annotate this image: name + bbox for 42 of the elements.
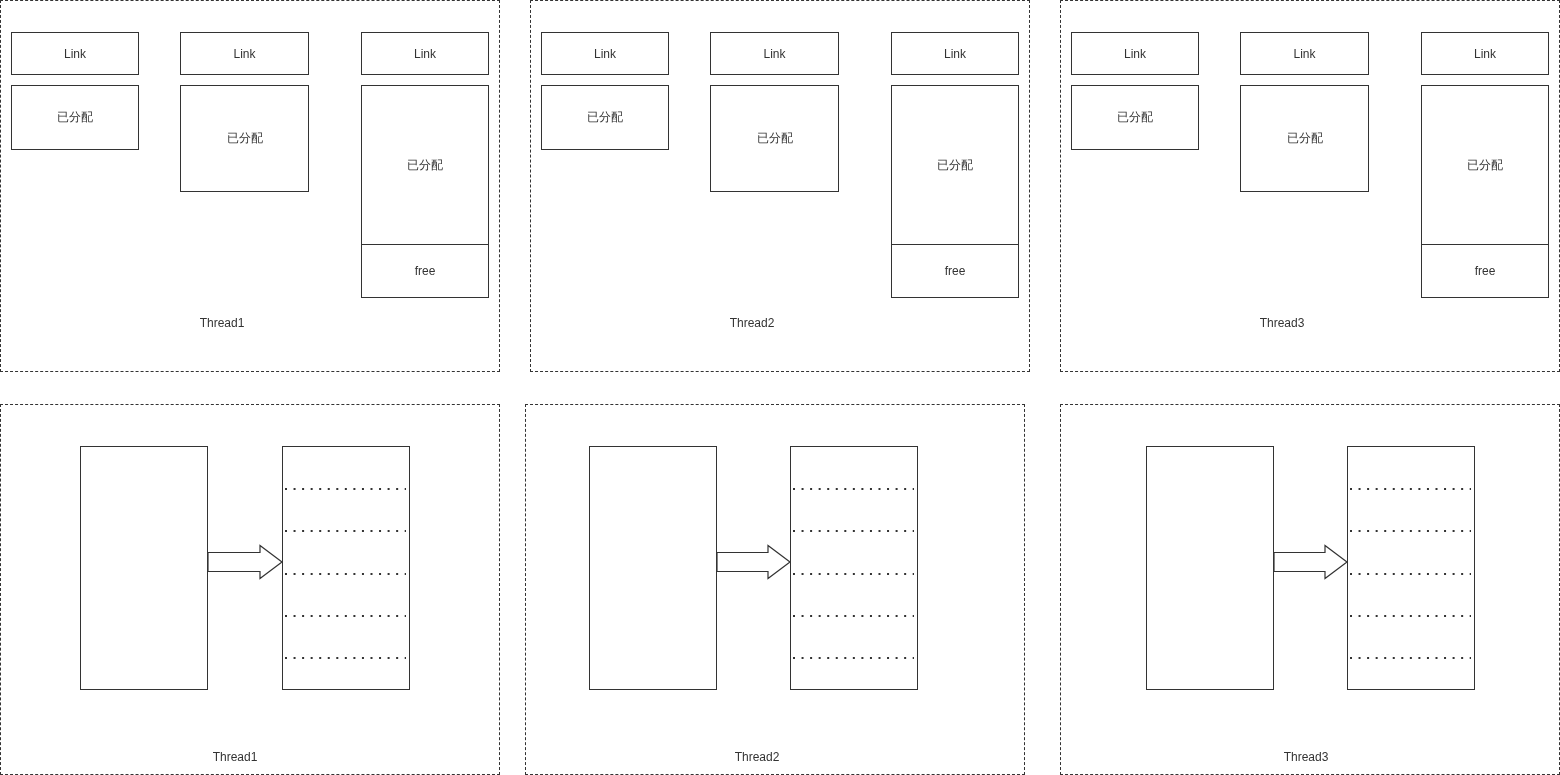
segmented-block (790, 446, 918, 690)
link-box: Link (710, 32, 839, 75)
allocated-block: 已分配 (1421, 85, 1549, 245)
allocated-block: 已分配 (1240, 85, 1369, 192)
panel-label: Thread1 (199, 316, 245, 330)
allocated-block: 已分配 (891, 85, 1019, 245)
segmented-block (1347, 446, 1475, 690)
link-box: Link (1421, 32, 1549, 75)
thread-panel (530, 0, 1030, 372)
link-box: Link (891, 32, 1019, 75)
panel-label: Thread1 (212, 750, 258, 764)
link-box: Link (1071, 32, 1199, 75)
free-block: free (361, 244, 489, 298)
memory-block (80, 446, 208, 690)
allocated-block: 已分配 (180, 85, 309, 192)
thread-panel (1060, 404, 1560, 775)
thread-panel (525, 404, 1025, 775)
memory-block (589, 446, 717, 690)
thread-panel (0, 0, 500, 372)
allocated-block: 已分配 (11, 85, 139, 150)
allocated-block: 已分配 (541, 85, 669, 150)
block-arrow (716, 544, 791, 580)
segmented-block (282, 446, 410, 690)
link-box: Link (1240, 32, 1369, 75)
allocated-block: 已分配 (361, 85, 489, 245)
block-arrow (1273, 544, 1348, 580)
allocated-block: 已分配 (1071, 85, 1199, 150)
free-block: free (891, 244, 1019, 298)
thread-panel (0, 404, 500, 775)
free-block: free (1421, 244, 1549, 298)
link-box: Link (361, 32, 489, 75)
link-box: Link (541, 32, 669, 75)
link-box: Link (180, 32, 309, 75)
block-arrow (207, 544, 283, 580)
panel-label: Thread2 (729, 316, 775, 330)
allocated-block: 已分配 (710, 85, 839, 192)
panel-label: Thread3 (1283, 750, 1329, 764)
panel-label: Thread2 (734, 750, 780, 764)
link-box: Link (11, 32, 139, 75)
memory-block (1146, 446, 1274, 690)
panel-label: Thread3 (1259, 316, 1305, 330)
thread-panel (1060, 0, 1560, 372)
